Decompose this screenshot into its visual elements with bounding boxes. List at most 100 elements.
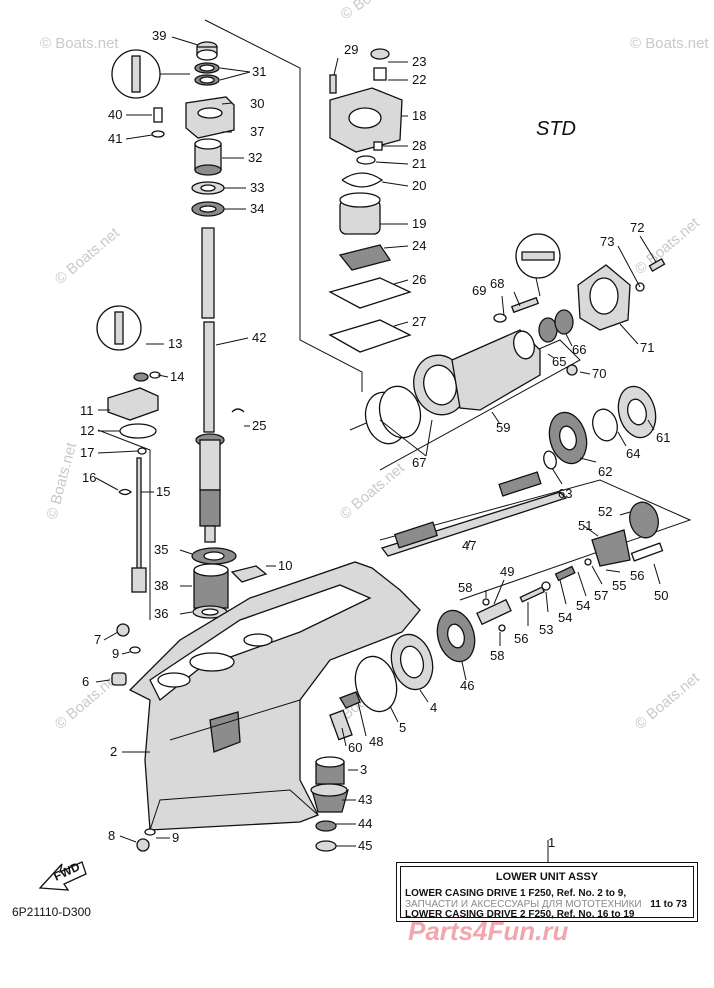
part-number-5: 5	[399, 720, 406, 735]
part-number-63: 63	[558, 486, 572, 501]
watermark: © Boats.net	[43, 440, 80, 521]
legend-line-1: LOWER CASING DRIVE 1 F250, Ref. No. 2 to…	[405, 888, 627, 899]
part-number-19: 19	[412, 216, 426, 231]
part-number-30: 30	[250, 96, 264, 111]
part-number-44: 44	[358, 816, 372, 831]
part-number-57: 57	[594, 588, 608, 603]
part-number-9: 9	[172, 830, 179, 845]
propeller-shaft	[380, 471, 568, 557]
legend-box: LOWER UNIT ASSY LOWER CASING DRIVE 1 F25…	[396, 862, 698, 922]
part-number-36: 36	[154, 606, 168, 621]
part-number-73: 73	[600, 234, 614, 249]
part-number-41: 41	[108, 131, 122, 146]
part-number-9: 9	[112, 646, 119, 661]
watermark: © Boats.net	[632, 669, 704, 733]
part-number-69: 69	[472, 283, 486, 298]
legend-title: LOWER UNIT ASSY	[495, 871, 599, 883]
legend-line-1b: 11 to 73	[650, 899, 687, 910]
drive-shaft	[195, 227, 245, 543]
part-number-64: 64	[626, 446, 640, 461]
part-number-23: 23	[412, 54, 426, 69]
water-pump-group	[328, 48, 412, 353]
part-number-38: 38	[154, 578, 168, 593]
diagram-code: 6P21110-D300	[12, 905, 91, 919]
part-number-28: 28	[412, 138, 426, 153]
part-number-25: 25	[252, 418, 266, 433]
part-number-70: 70	[592, 366, 606, 381]
part-number-4: 4	[430, 700, 437, 715]
shift-rod-assembly	[96, 305, 161, 593]
part-number-10: 10	[278, 558, 292, 573]
legend-inner: LOWER UNIT ASSY LOWER CASING DRIVE 1 F25…	[400, 866, 694, 920]
clutch-parts	[476, 501, 664, 632]
part-number-54: 54	[576, 598, 590, 613]
watermark: © Boats.net	[52, 224, 124, 288]
part-number-39: 39	[152, 28, 166, 43]
part-number-29: 29	[344, 42, 358, 57]
part-number-65: 65	[552, 354, 566, 369]
part-number-59: 59	[496, 420, 510, 435]
part-number-40: 40	[108, 107, 122, 122]
part-number-51: 51	[578, 518, 592, 533]
part-number-68: 68	[490, 276, 504, 291]
part-number-60: 60	[348, 740, 362, 755]
part-number-22: 22	[412, 72, 426, 87]
part-number-49: 49	[500, 564, 514, 579]
part-number-2: 2	[110, 744, 117, 759]
part-number-61: 61	[656, 430, 670, 445]
part-number-48: 48	[369, 734, 383, 749]
leader-lines	[95, 36, 661, 862]
part-number-3: 3	[360, 762, 367, 777]
legend-line-2: LOWER CASING DRIVE 2 F250, Ref. No. 16 t…	[405, 909, 635, 920]
part-number-20: 20	[412, 178, 426, 193]
lower-shaft-parts	[191, 547, 268, 619]
part-number-16: 16	[82, 470, 96, 485]
part-number-1: 1	[548, 835, 555, 850]
part-number-32: 32	[248, 150, 262, 165]
watermark: © Boats.net	[630, 35, 709, 52]
legend-line-ru: ЗАПЧАСТИ И АКСЕССУАРЫ ДЛЯ МОТОТЕХНИКИ	[405, 899, 642, 910]
part-number-52: 52	[598, 504, 612, 519]
part-number-26: 26	[412, 272, 426, 287]
part-number-31: 31	[252, 64, 266, 79]
part-number-17: 17	[80, 445, 94, 460]
part-number-46: 46	[460, 678, 474, 693]
part-number-58: 58	[458, 580, 472, 595]
part-number-71: 71	[640, 340, 654, 355]
part-number-7: 7	[94, 632, 101, 647]
part-number-54: 54	[558, 610, 572, 625]
part-number-62: 62	[598, 464, 612, 479]
part-number-11: 11	[80, 403, 94, 418]
watermark: © Boats.net	[40, 35, 119, 52]
part-number-12: 12	[80, 423, 94, 438]
pinion-stack	[310, 691, 361, 852]
part-number-27: 27	[412, 314, 426, 329]
part-number-58: 58	[490, 648, 504, 663]
forward-arrow-icon: FWD	[38, 859, 87, 891]
lower-casing	[128, 561, 421, 831]
prop-shaft-housing	[364, 329, 657, 470]
part-number-55: 55	[612, 578, 626, 593]
part-number-21: 21	[412, 156, 426, 171]
part-number-42: 42	[252, 330, 266, 345]
part-number-labels: 1 2 3 4 5 6 7 8 9 9 10 11 12 13 14 15 16…	[80, 28, 670, 853]
bearing-carrier-parts	[493, 233, 666, 376]
part-number-53: 53	[539, 622, 553, 637]
part-number-45: 45	[358, 838, 372, 853]
watermark: © Boats.net	[338, 0, 413, 23]
part-number-35: 35	[154, 542, 168, 557]
upper-bearing-stack	[111, 41, 235, 217]
part-number-43: 43	[358, 792, 372, 807]
part-number-50: 50	[654, 588, 668, 603]
part-number-72: 72	[630, 220, 644, 235]
part-number-56: 56	[630, 568, 644, 583]
part-number-6: 6	[82, 674, 89, 689]
casing-small-parts	[111, 623, 156, 852]
part-number-66: 66	[572, 342, 586, 357]
part-number-13: 13	[168, 336, 182, 351]
view-label: STD	[536, 118, 576, 140]
front-gear-parts	[354, 609, 476, 713]
watermark: © Boats.net	[337, 459, 409, 523]
part-number-67: 67	[412, 455, 426, 470]
